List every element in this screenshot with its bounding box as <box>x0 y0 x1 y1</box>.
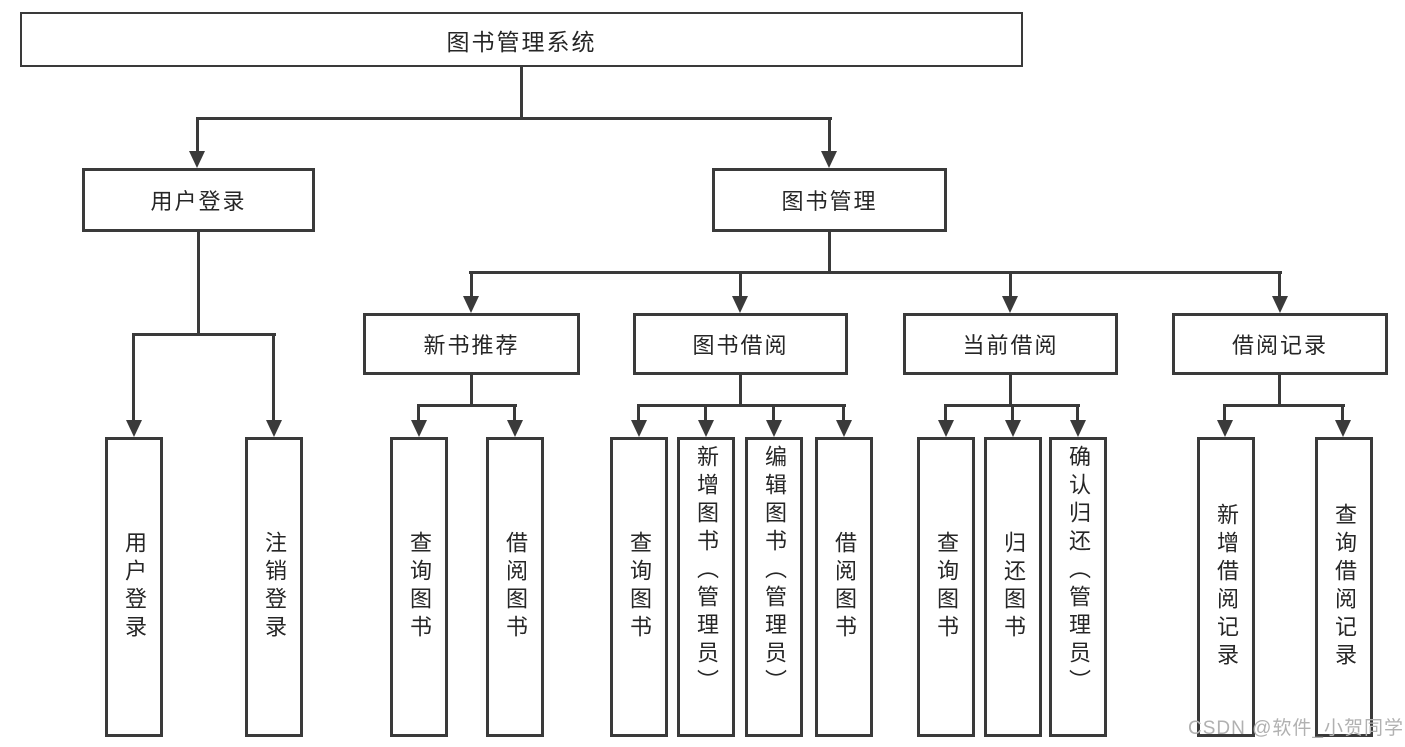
connector-borrowing-stem <box>739 375 742 406</box>
connector-to-new-book-recommendation <box>470 271 473 298</box>
arrow-down-icon <box>463 296 479 313</box>
leaf-current-search-books: 查询图书 <box>917 437 975 737</box>
connector-to-borrowing-records <box>1278 271 1281 298</box>
connector-borrowing-branch <box>637 404 846 407</box>
connector-book-management-stem <box>828 232 831 273</box>
arrow-down-icon <box>821 151 837 168</box>
leaf-edit-books-admin: 编辑图书（管理员） <box>745 437 803 737</box>
arrow-down-icon <box>1272 296 1288 313</box>
connector-leaf-stub <box>1341 404 1344 422</box>
connector-leaf-stub <box>772 404 775 422</box>
connector-leaf-stub <box>513 404 516 422</box>
connector-user-login-stem <box>197 232 200 335</box>
arrow-down-icon <box>1002 296 1018 313</box>
arrow-down-icon <box>266 420 282 437</box>
node-user-login: 用户登录 <box>82 168 315 232</box>
leaf-search-borrow-record: 查询借阅记录 <box>1315 437 1373 737</box>
arrow-down-icon <box>732 296 748 313</box>
connector-records-branch <box>1223 404 1345 407</box>
arrow-down-icon <box>126 420 142 437</box>
leaf-recommend-borrow-books: 借阅图书 <box>486 437 544 737</box>
connector-leaf-stub <box>1076 404 1079 422</box>
arrow-down-icon <box>1005 420 1021 437</box>
connector-to-logout-leaf <box>272 333 275 421</box>
arrow-down-icon <box>698 420 714 437</box>
arrow-down-icon <box>938 420 954 437</box>
arrow-down-icon <box>836 420 852 437</box>
connector-records-stem <box>1278 375 1281 406</box>
arrow-down-icon <box>411 420 427 437</box>
connector-leaf-stub <box>1011 404 1014 422</box>
connector-root-stem <box>520 67 523 118</box>
leaf-borrowing-search-books: 查询图书 <box>610 437 668 737</box>
arrow-down-icon <box>189 151 205 168</box>
connector-book-management-branch <box>469 271 1282 274</box>
node-book-management: 图书管理 <box>712 168 947 232</box>
node-library-management-system: 图书管理系统 <box>20 12 1023 67</box>
arrow-down-icon <box>766 420 782 437</box>
leaf-confirm-return-admin: 确认归还（管理员） <box>1049 437 1107 737</box>
node-borrowing-records: 借阅记录 <box>1172 313 1388 375</box>
node-current-borrowing: 当前借阅 <box>903 313 1118 375</box>
connector-to-current-borrowing <box>1009 271 1012 298</box>
arrow-down-icon <box>1217 420 1233 437</box>
connector-to-book-borrowing <box>739 271 742 298</box>
leaf-user-login: 用户登录 <box>105 437 163 737</box>
connector-to-book-management <box>828 117 831 153</box>
connector-to-user-login-leaf <box>132 333 135 421</box>
connector-leaf-stub <box>1223 404 1226 422</box>
connector-current-stem <box>1009 375 1012 406</box>
leaf-logout: 注销登录 <box>245 437 303 737</box>
connector-leaf-stub <box>842 404 845 422</box>
connector-leaf-stub <box>704 404 707 422</box>
arrow-down-icon <box>1335 420 1351 437</box>
connector-leaf-stub <box>417 404 420 422</box>
connector-leaf-stub <box>944 404 947 422</box>
leaf-recommend-search-books: 查询图书 <box>390 437 448 737</box>
leaf-add-borrow-record: 新增借阅记录 <box>1197 437 1255 737</box>
connector-to-user-login <box>196 117 199 153</box>
connector-recommendation-stem <box>470 375 473 406</box>
leaf-borrowing-borrow-books: 借阅图书 <box>815 437 873 737</box>
connector-user-login-branch <box>132 333 276 336</box>
connector-recommendation-branch <box>417 404 517 407</box>
arrow-down-icon <box>631 420 647 437</box>
node-book-borrowing: 图书借阅 <box>633 313 848 375</box>
connector-root-branch <box>196 117 832 120</box>
csdn-watermark: CSDN @软件_小贺同学 <box>1188 718 1404 739</box>
arrow-down-icon <box>1070 420 1086 437</box>
arrow-down-icon <box>507 420 523 437</box>
node-new-book-recommendation: 新书推荐 <box>363 313 580 375</box>
leaf-return-books: 归还图书 <box>984 437 1042 737</box>
leaf-add-books-admin: 新增图书（管理员） <box>677 437 735 737</box>
connector-leaf-stub <box>637 404 640 422</box>
